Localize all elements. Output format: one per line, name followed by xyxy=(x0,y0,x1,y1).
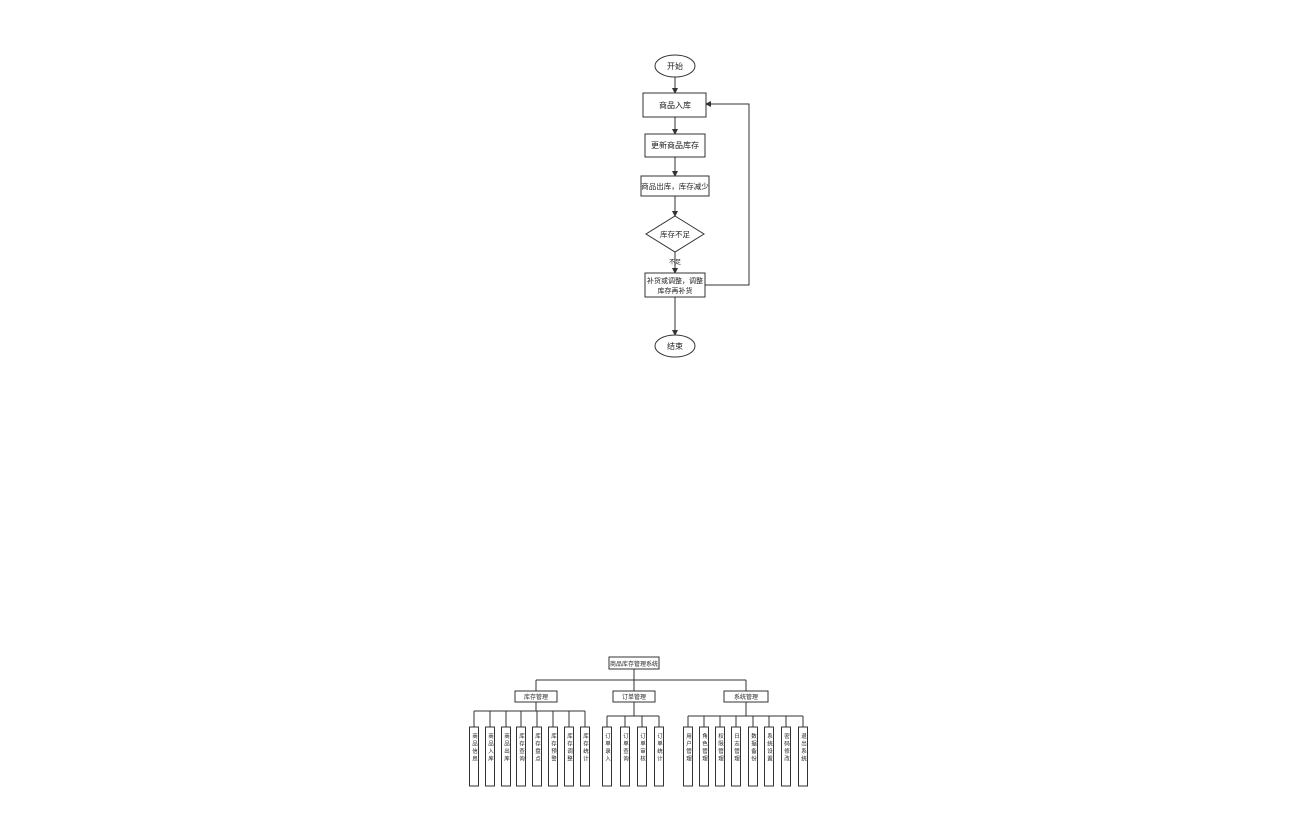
tree-leaf-label: 库存调整 xyxy=(566,732,573,763)
tree-leaf-box xyxy=(516,726,526,787)
tree-leaf-label: 系统设置 xyxy=(766,732,773,763)
tree-leaf-label: 订单录入 xyxy=(604,733,611,763)
tree-group-label-3: 系统管理 xyxy=(734,693,758,701)
tree-leaf-box xyxy=(637,726,647,787)
decision-label: 库存不足 xyxy=(660,229,690,239)
tree-leaf-label: 日志管理 xyxy=(733,733,740,763)
tree-group-label-2: 订单管理 xyxy=(622,693,646,701)
end-label: 结束 xyxy=(667,341,683,351)
tree-leaf-label: 订单查询 xyxy=(622,733,629,763)
tree-leaf-box xyxy=(781,726,791,787)
step1-label: 商品入库 xyxy=(659,100,691,110)
tree-leaf-label: 角色管理 xyxy=(701,732,708,763)
tree-leaf-label: 订单审核 xyxy=(639,733,646,763)
step2-label: 更新商品库存 xyxy=(651,140,699,150)
tree-leaf-label: 商品出库 xyxy=(503,732,510,763)
tree-leaf-box xyxy=(683,726,693,787)
tree-leaf-label: 退出系统 xyxy=(800,732,807,763)
tree-leaf-box xyxy=(532,726,542,787)
tree-diagram: 商品库存管理系统 库存管理 订单管理 系统管理 商品信息 商品入库 商品出库 库存查询… xyxy=(469,656,808,787)
tree-leaf-label: 商品入库 xyxy=(487,732,494,763)
tree-leaf-box xyxy=(469,726,479,787)
tree-leaf-label: 库存统计 xyxy=(582,732,589,763)
tree-leaf-box xyxy=(715,726,725,787)
tree-leaf-label: 商品信息 xyxy=(471,732,478,763)
tree-leaf-box xyxy=(620,726,630,787)
step4-label-line1: 补货或调整，调整 xyxy=(647,276,703,285)
tree-leaf-label: 库存盘点 xyxy=(534,732,541,763)
step4-label-line2: 库存再补货 xyxy=(658,286,693,295)
arrow-loop-back xyxy=(705,101,750,286)
tree-leaf-label: 密码修改 xyxy=(783,732,790,763)
tree-leaf-label: 库存预警 xyxy=(550,732,557,763)
tree-leaf-box xyxy=(564,726,574,787)
tree-leaf-box xyxy=(580,726,590,787)
step3-label: 商品出库，库存减少 xyxy=(641,181,709,191)
start-label: 开始 xyxy=(667,61,683,71)
tree-leaves: 商品信息 商品入库 商品出库 库存查询 库存盘点 库存预警 库存调整 库存统计 订单录入 订单查询… xyxy=(469,711,808,787)
tree-leaf-label: 数据备份 xyxy=(750,732,757,763)
tree-leaf-box xyxy=(548,726,558,787)
tree-leaf-box xyxy=(731,726,741,787)
tree-leaf-label: 库存查询 xyxy=(518,732,525,763)
flowchart: 开始 商品入库 更新商品库存 商品出库，库存减少 库存不足 不足 补货或调整，调… xyxy=(640,54,750,358)
tree-root-label: 商品库存管理系统 xyxy=(610,660,658,668)
tree-leaf-box xyxy=(764,726,774,787)
step1-box xyxy=(642,92,707,118)
tree-leaf-label: 用户管理 xyxy=(685,733,692,763)
tree-leaf-box xyxy=(485,726,495,787)
tree-group-label-1: 库存管理 xyxy=(524,693,548,701)
tree-leaf-box xyxy=(798,726,808,787)
tree-leaf-label: 权限管理 xyxy=(717,732,724,763)
tree-leaf-box xyxy=(748,726,758,787)
tree-leaf-label: 订单统计 xyxy=(656,733,663,763)
tree-leaf-box xyxy=(602,726,612,787)
branch-label: 不足 xyxy=(669,259,681,266)
tree-leaf-box xyxy=(501,726,511,787)
end-node xyxy=(654,334,696,358)
tree-leaf-box xyxy=(699,726,709,787)
tree-leaf-box xyxy=(654,726,664,787)
